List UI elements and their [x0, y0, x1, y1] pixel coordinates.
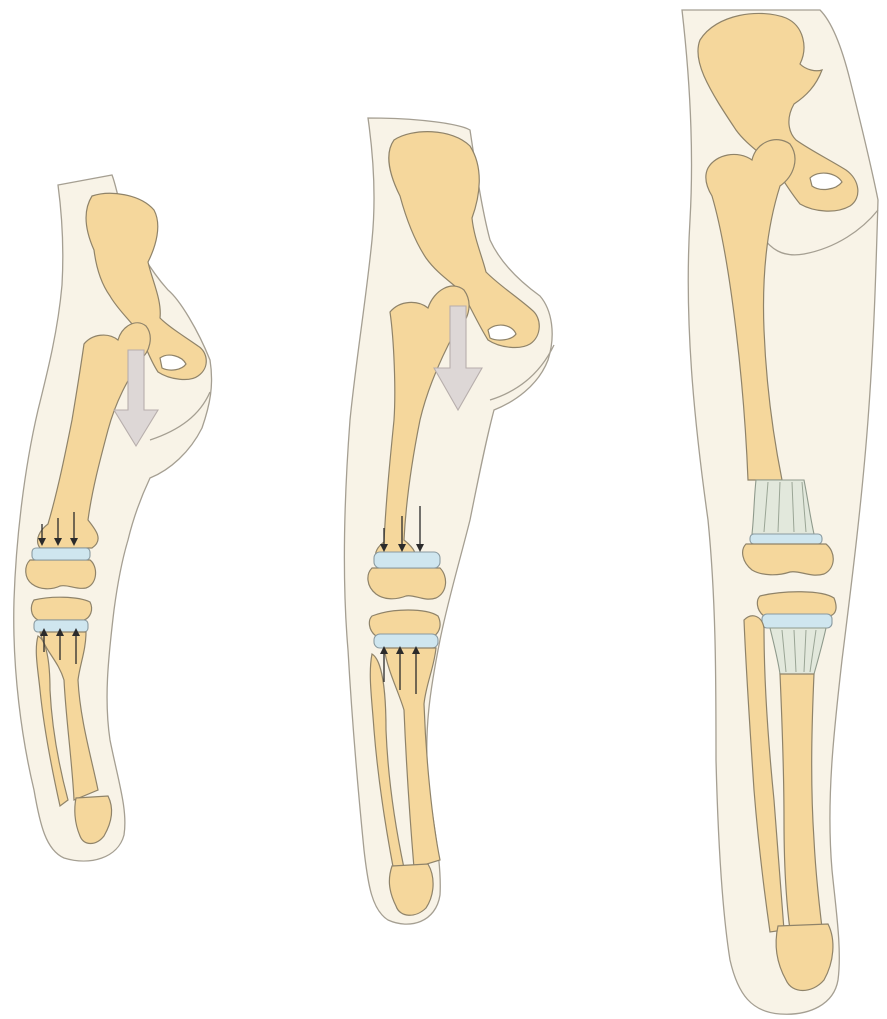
leg-2-distal-femur-growth-plate: [374, 552, 440, 568]
leg-2-tibia-epiphysis: [369, 610, 440, 636]
leg-2-proximal-tibia-growth-plate: [374, 634, 438, 648]
leg-1-femoral-condyles: [26, 560, 96, 589]
leg-3-proximal-tibia-growth-plate: [762, 614, 832, 628]
leg-panel-2: [344, 118, 554, 924]
leg-panel-3: [682, 10, 878, 1014]
leg-3-femur-regenerate: [752, 480, 814, 534]
leg-3-distal-femur-growth-plate: [750, 534, 822, 544]
leg-panel-1: [14, 175, 212, 861]
leg-2-femoral-condyles: [368, 568, 446, 599]
leg-3-femoral-condyles: [743, 544, 834, 575]
leg-1-distal-femur-growth-plate: [32, 548, 90, 560]
leg-3-tibia-epiphysis: [757, 592, 836, 616]
leg-1-tibia-epiphysis: [31, 597, 91, 620]
